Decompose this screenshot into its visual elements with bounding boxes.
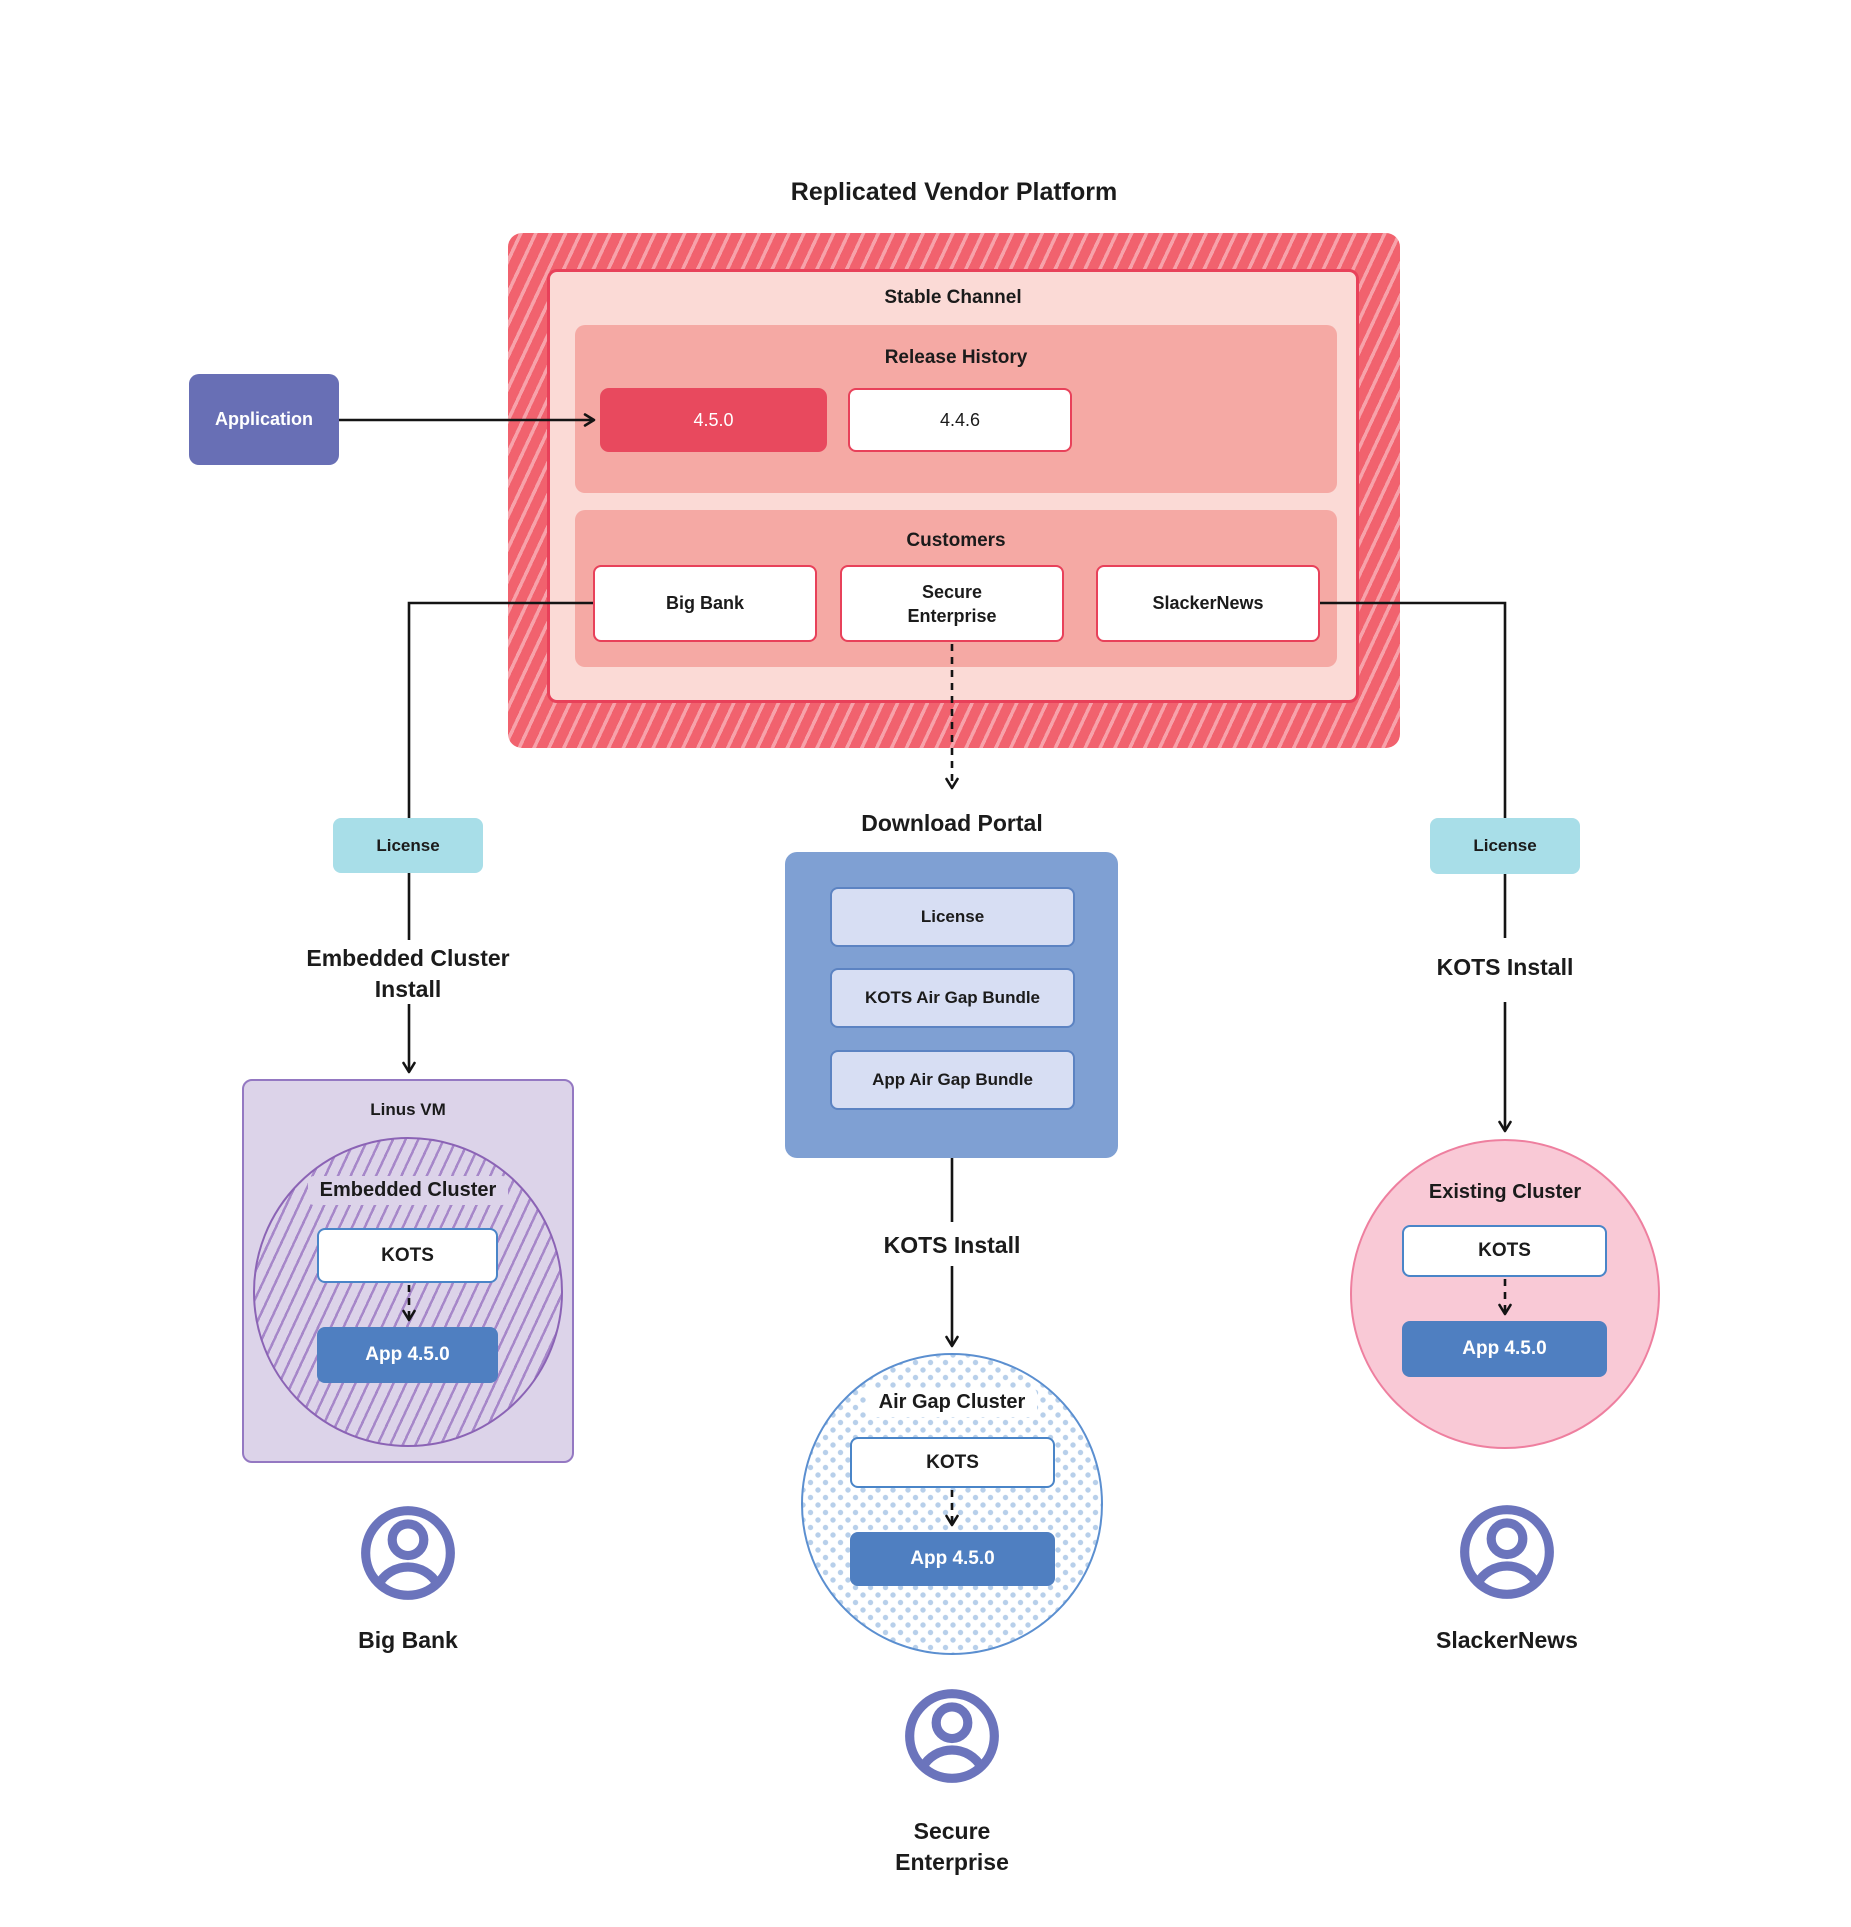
customers-label: Customers [906, 530, 1006, 551]
existing-cluster-label: Existing Cluster [1428, 1180, 1582, 1203]
application-box: Application [189, 374, 339, 465]
slackernews-user-icon [1456, 1501, 1558, 1603]
secure-enterprise-user-icon [901, 1685, 1003, 1787]
right-app-box: App 4.5.0 [1402, 1321, 1607, 1377]
release-4-5-0: 4.5.0 [600, 388, 827, 452]
left-app-box: App 4.5.0 [317, 1327, 498, 1383]
portal-item-license: License [830, 887, 1075, 947]
embedded-cluster-label: Embedded Cluster [283, 1174, 533, 1206]
embedded-cluster-label-text: Embedded Cluster [307, 1175, 509, 1205]
middle-install-label: KOTS Install [883, 1231, 1021, 1258]
middle-app-box: App 4.5.0 [850, 1532, 1055, 1586]
linus-vm-label: Linus VM [370, 1100, 446, 1119]
left-license-box: License [333, 818, 483, 873]
air-gap-cluster-label-text: Air Gap Cluster [866, 1387, 1038, 1417]
release-4-4-6: 4.4.6 [848, 388, 1072, 452]
customer-box-secure-enterprise: Secure Enterprise [840, 565, 1064, 642]
release-history-label: Release History [884, 347, 1028, 368]
right-kots-box: KOTS [1402, 1225, 1607, 1277]
diagram-title: Replicated Vendor Platform [790, 177, 1118, 206]
customer-box-big-bank: Big Bank [593, 565, 817, 642]
air-gap-cluster-label: Air Gap Cluster [827, 1386, 1077, 1418]
left-install-label: Embedded Cluster Install [306, 945, 510, 1002]
stable-channel-label: Stable Channel [884, 287, 1022, 308]
portal-item-kots-bundle: KOTS Air Gap Bundle [830, 968, 1075, 1028]
right-license-box: License [1430, 818, 1580, 874]
right-customer-name: SlackerNews [1436, 1626, 1578, 1653]
big-bank-user-icon [357, 1502, 459, 1604]
portal-item-app-bundle: App Air Gap Bundle [830, 1050, 1075, 1110]
middle-kots-box: KOTS [850, 1437, 1055, 1488]
download-portal-label: Download Portal [861, 809, 1043, 836]
left-customer-name: Big Bank [358, 1626, 458, 1653]
middle-customer-name: Secure Enterprise [895, 1818, 1009, 1875]
right-install-label: KOTS Install [1436, 953, 1574, 980]
customer-box-slackernews: SlackerNews [1096, 565, 1320, 642]
left-kots-box: KOTS [317, 1228, 498, 1283]
